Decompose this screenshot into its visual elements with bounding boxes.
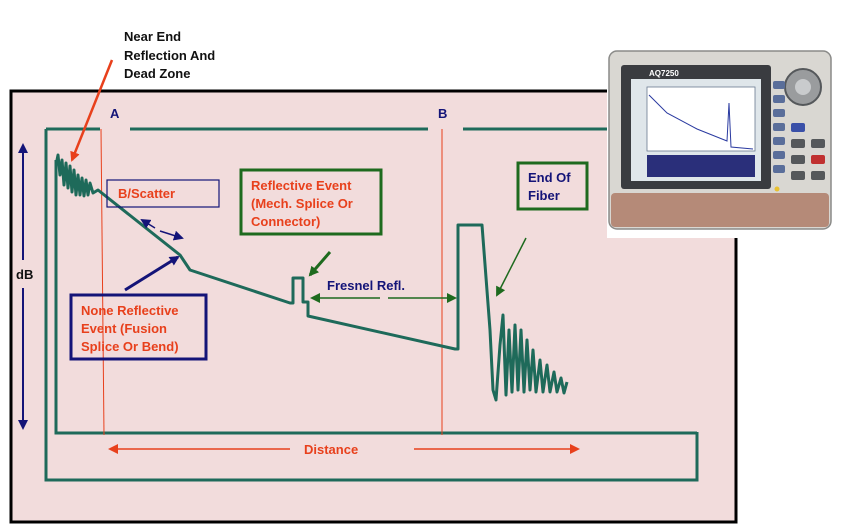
device-bottom-panel — [611, 193, 829, 227]
end-of-fiber-line1: End Of — [528, 170, 571, 185]
marker-b-label: B — [438, 106, 447, 121]
device-button-5 — [773, 137, 785, 145]
device-button-6 — [773, 151, 785, 159]
otdr-device-image: AQ7250 — [607, 43, 835, 238]
non-reflective-event-line2: Event (Fusion — [81, 321, 167, 336]
device-screen-table — [647, 155, 755, 177]
non-reflective-event-box — [69, 293, 208, 361]
device-button-11 — [791, 155, 805, 164]
device-button-3 — [773, 109, 785, 117]
marker-line-a — [100, 128, 105, 436]
device-button-14 — [811, 171, 825, 180]
device-model-label: AQ7250 — [649, 69, 679, 78]
otdr-trace — [54, 153, 569, 402]
distance-axis-label: Distance — [304, 442, 358, 457]
near-end-arrow — [70, 59, 114, 162]
reflective-event-line1: Reflective Event — [251, 178, 352, 193]
near-end-label-line3: Dead Zone — [124, 66, 190, 81]
device-button-10 — [811, 139, 825, 148]
device-screen-graph — [646, 86, 756, 152]
graph-axes — [54, 160, 697, 435]
end-of-fiber-arrow — [496, 237, 527, 297]
device-screen-trace — [648, 94, 754, 150]
device-button-9 — [791, 139, 805, 148]
reflective-event-arrow — [308, 251, 332, 277]
inner-frame — [44, 129, 699, 482]
device-button-4 — [773, 123, 785, 131]
reflective-event-line2: (Mech. Splice Or — [251, 196, 353, 211]
device-button-1 — [773, 81, 785, 89]
backscatter-arrow-a — [140, 218, 156, 229]
device-button-8 — [791, 123, 805, 132]
device-button-13 — [791, 171, 805, 180]
non-reflective-event-arrow — [124, 255, 180, 292]
reflective-event-box — [239, 168, 383, 236]
device-led — [774, 186, 780, 192]
near-end-label-line2: Reflection And — [124, 48, 215, 63]
non-reflective-event-line1: None Reflective — [81, 303, 179, 318]
device-button-7 — [773, 165, 785, 173]
backscatter-box — [106, 179, 220, 208]
near-end-label-line1: Near End — [124, 29, 181, 44]
end-of-fiber-line2: Fiber — [528, 188, 560, 203]
backscatter-arrow-b — [159, 230, 184, 241]
db-axis-label: dB — [16, 267, 33, 282]
non-reflective-event-line3: Splice Or Bend) — [81, 339, 179, 354]
device-knob-center — [795, 79, 811, 95]
backscatter-label: B/Scatter — [118, 186, 175, 201]
reflective-event-line3: Connector) — [251, 214, 320, 229]
marker-a-label: A — [110, 106, 120, 121]
device-button-12 — [811, 155, 825, 164]
fresnel-label: Fresnel Refl. — [327, 278, 405, 293]
end-of-fiber-box — [516, 161, 589, 211]
device-button-2 — [773, 95, 785, 103]
